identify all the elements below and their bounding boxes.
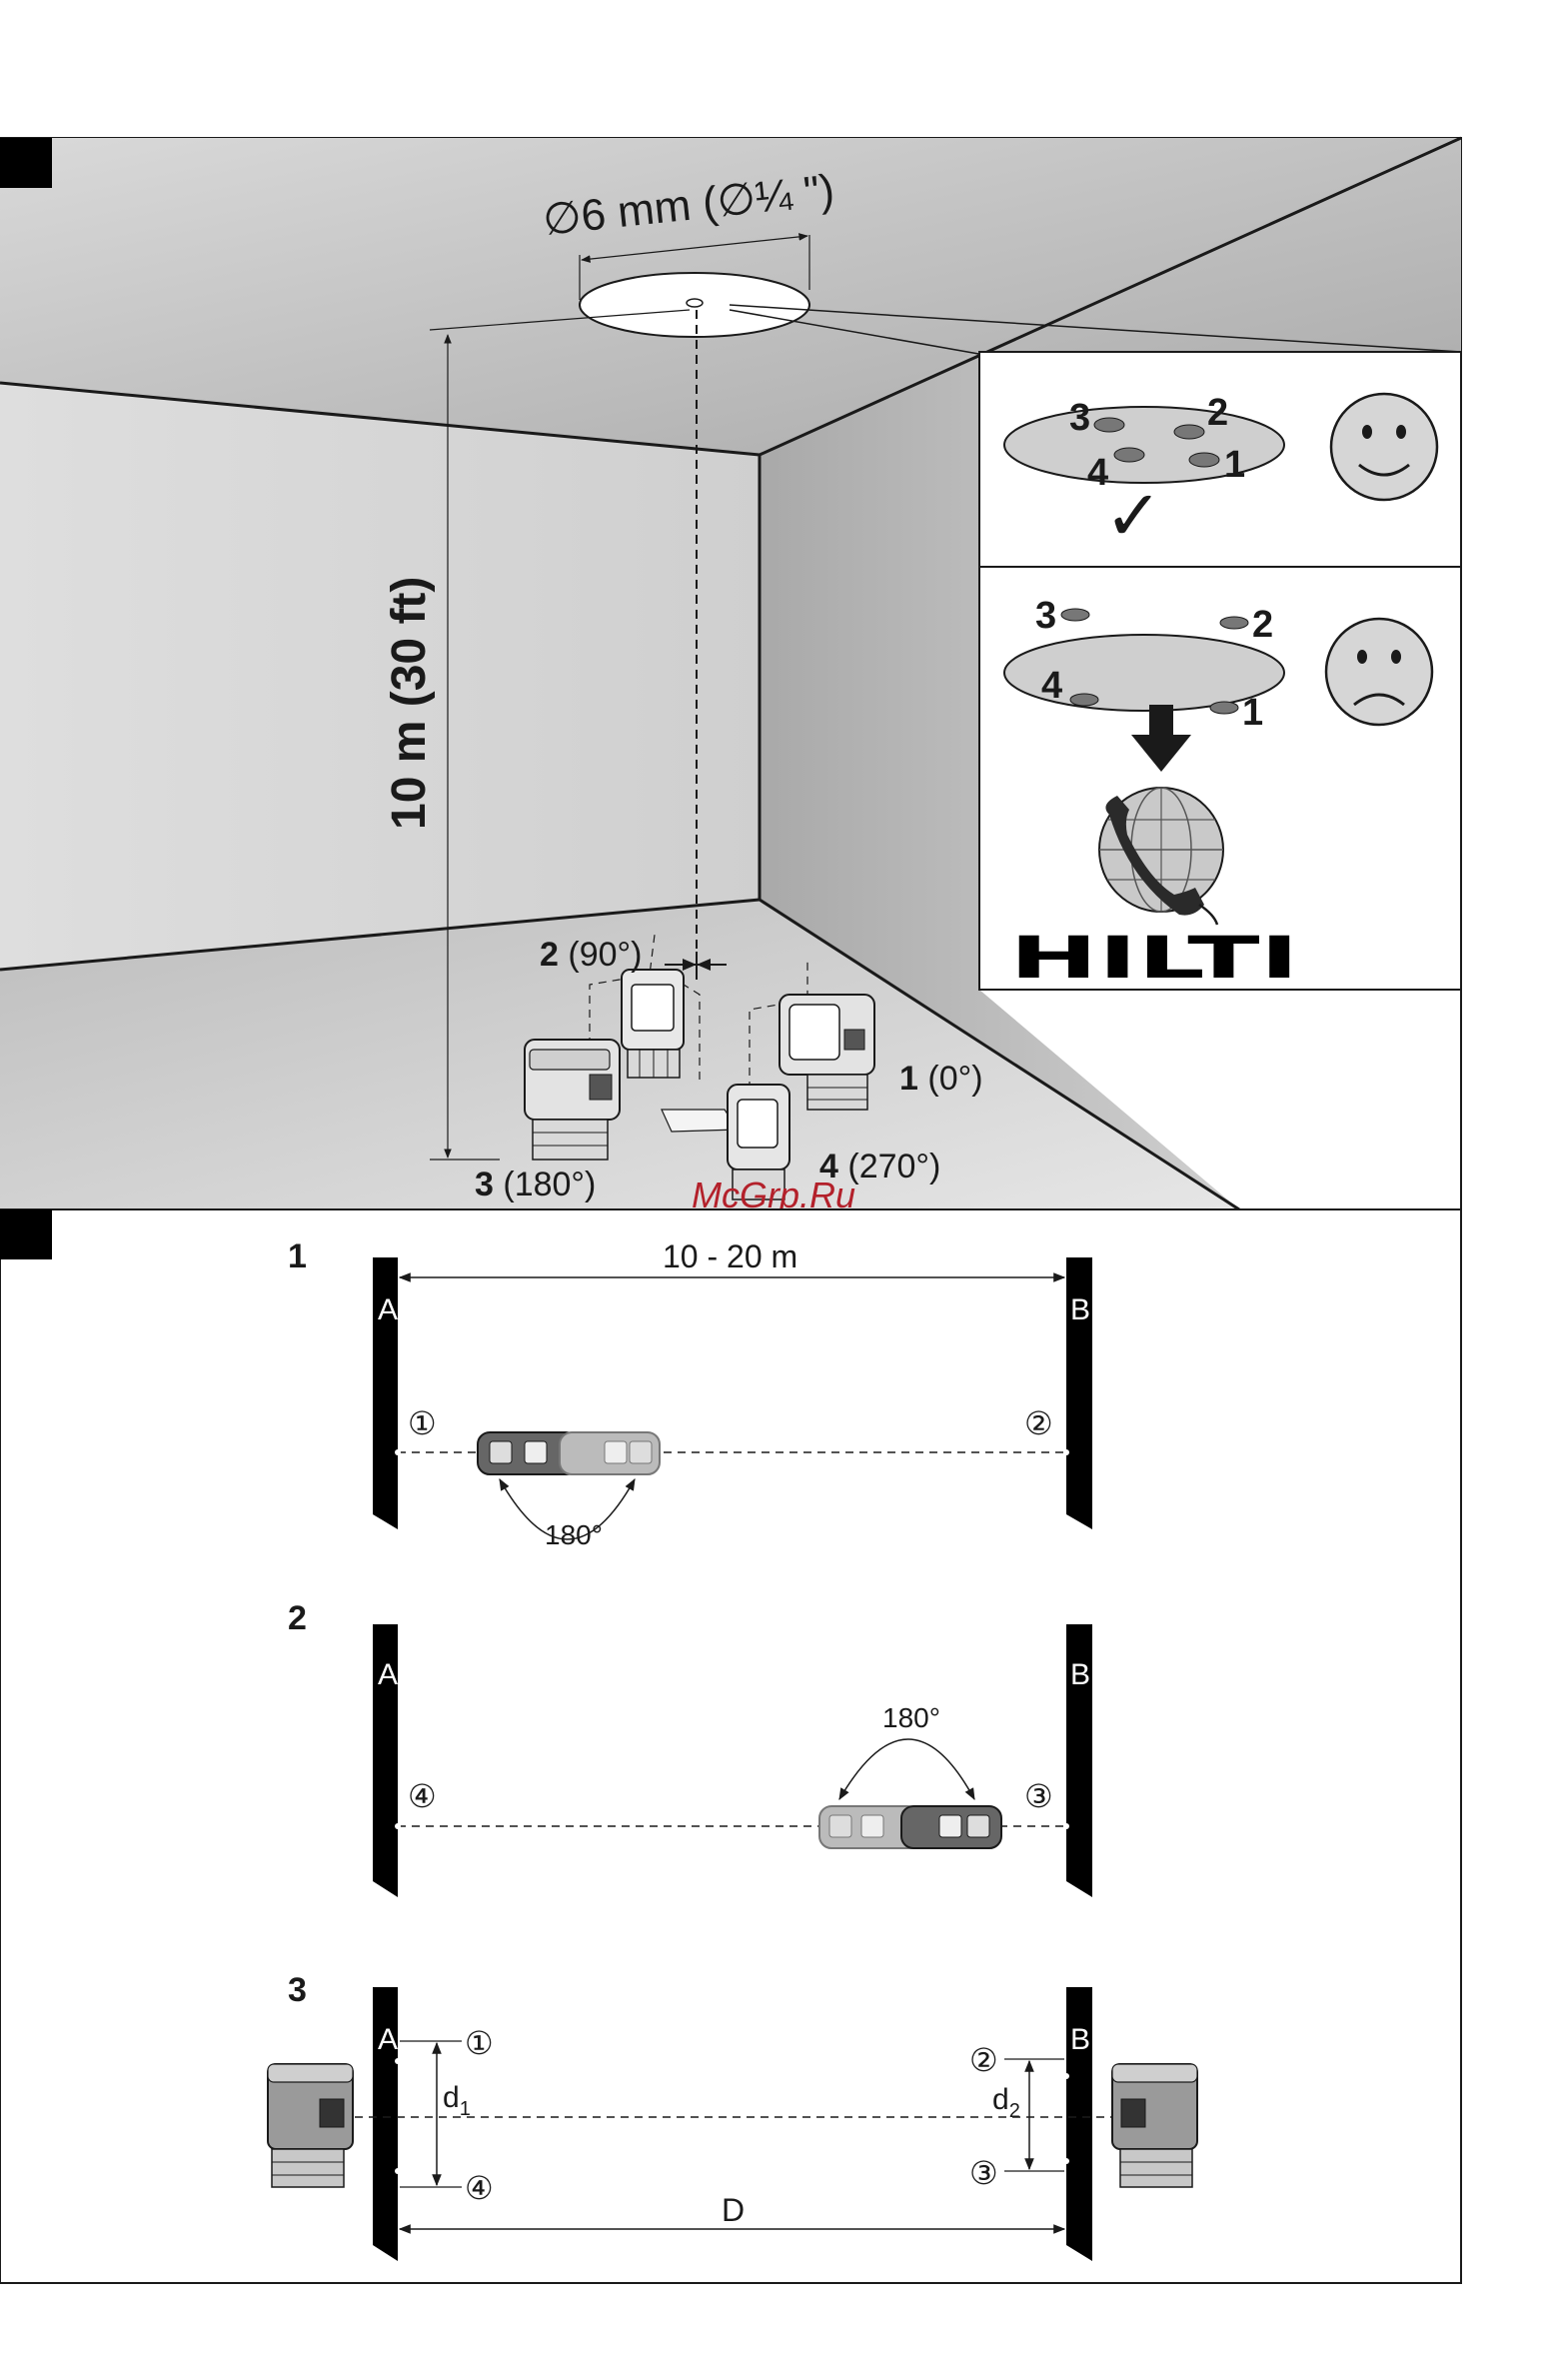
sad-face-icon xyxy=(1326,619,1432,725)
hilti-logo: HILTI xyxy=(1009,924,1299,992)
step-2-number: 2 xyxy=(288,1599,307,1637)
laser-instrument-left xyxy=(268,2064,353,2187)
marker-point xyxy=(1063,1823,1069,1829)
mark-1: ① xyxy=(408,1405,437,1441)
bad-point-4: 4 xyxy=(1041,665,1062,707)
wall-b-label: B xyxy=(1070,1293,1090,1326)
marker-point xyxy=(395,2168,401,2174)
figure-2-procedure: 1 A B 10 - 20 m ① ② 180° xyxy=(0,1209,1461,2283)
figure-1-room: ∅6 mm (∅¼ ") 10 m (30 ft) xyxy=(0,138,1461,1215)
mark-4: ④ xyxy=(465,2170,494,2206)
laser-instrument-top-view xyxy=(478,1432,660,1474)
good-point-3: 3 xyxy=(1069,397,1090,439)
floor-target-sheet xyxy=(662,1110,738,1132)
total-distance-label: D xyxy=(722,2192,745,2228)
distance-label: 10 - 20 m xyxy=(663,1238,797,1274)
marker-point xyxy=(395,2058,401,2064)
step-1-number: 1 xyxy=(288,1237,307,1275)
marker-point xyxy=(1063,1449,1069,1455)
good-result-panel: 3 2 4 1 ✓ xyxy=(979,352,1461,567)
figure-2-number-box xyxy=(0,1209,52,1259)
mark-2: ② xyxy=(1024,1405,1053,1441)
position-3-label: 3 (180°) xyxy=(475,1166,596,1203)
happy-face-icon xyxy=(1331,394,1437,500)
laser-instrument-90 xyxy=(622,970,684,1078)
figure-2-frame xyxy=(0,1209,1461,2283)
step-3-number: 3 xyxy=(288,1971,307,2009)
back-wall xyxy=(0,383,760,970)
mark-3: ③ xyxy=(969,2155,998,2191)
marker-point xyxy=(395,1823,401,1829)
wall-a-label: A xyxy=(378,2023,398,2056)
check-icon: ✓ xyxy=(1104,477,1163,555)
marker-point xyxy=(1063,2073,1069,2079)
mark-2: ② xyxy=(969,2042,998,2078)
wall-b-label: B xyxy=(1070,2023,1090,2056)
wall-a-label: A xyxy=(378,1293,398,1326)
wall-a-label: A xyxy=(378,1658,398,1691)
rotation-label: 180° xyxy=(545,1519,603,1550)
laser-instrument-top-view xyxy=(819,1806,1001,1848)
laser-instrument-180 xyxy=(525,1040,620,1160)
bad-point-3: 3 xyxy=(1035,595,1056,637)
marker-point xyxy=(395,1449,401,1455)
bad-point-1: 1 xyxy=(1242,692,1263,734)
figure-number-box xyxy=(0,138,52,188)
position-1-label: 1 (0°) xyxy=(899,1060,983,1098)
rotation-label: 180° xyxy=(882,1702,940,1733)
marker-point xyxy=(1063,2158,1069,2164)
good-point-1: 1 xyxy=(1224,444,1245,486)
position-2-label: 2 (90°) xyxy=(540,936,642,974)
laser-instrument-right xyxy=(1112,2064,1197,2187)
good-point-2: 2 xyxy=(1207,392,1228,434)
height-label: 10 m (30 ft) xyxy=(383,577,436,830)
mark-1: ① xyxy=(465,2025,494,2061)
bad-point-2: 2 xyxy=(1252,604,1273,646)
mark-3: ③ xyxy=(1024,1778,1053,1814)
mark-4: ④ xyxy=(408,1778,437,1814)
laser-point xyxy=(687,299,703,307)
bad-result-panel: 3 2 4 1 xyxy=(979,567,1461,992)
wall-b-label: B xyxy=(1070,1658,1090,1691)
